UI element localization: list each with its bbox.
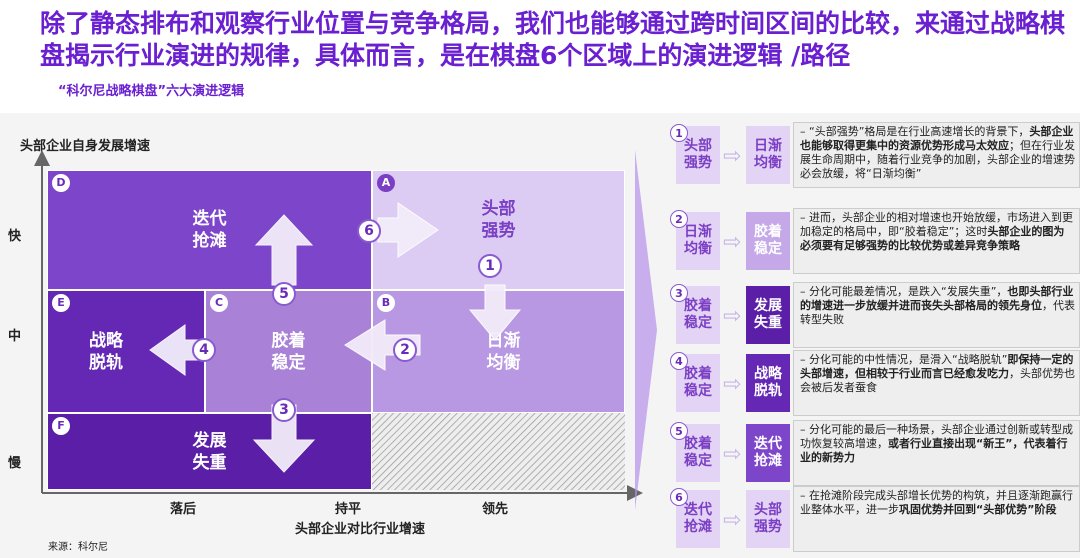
bracket-arrow — [635, 150, 657, 510]
arrow-right-icon: ⇨ — [723, 304, 742, 329]
step-2: 2 — [393, 338, 417, 362]
cell-id: E — [52, 294, 70, 312]
stage-description: – 分化可能的中性情况，是滑入“战略脱轨”即保持一定的头部增速，但相较于行业而言… — [793, 350, 1080, 416]
step-6: 6 — [357, 219, 381, 243]
cell-id: D — [52, 174, 70, 192]
stage-description: – “头部强势”格局是在行业高速增长的背景下，头部企业也能够取得更集中的资源优势… — [793, 122, 1080, 188]
cell-label: 抢滩 — [192, 231, 227, 251]
cell-id: F — [52, 417, 70, 435]
stage-description: – 分化可能的最后一种场景，头部企业通过创新或转型成功恢复较高增速，或者行业直接… — [793, 420, 1080, 486]
stage-to: 头部强势 — [746, 490, 790, 548]
stage-number: 4 — [670, 352, 688, 370]
stage-number: 1 — [670, 124, 688, 142]
arrow-3 — [252, 404, 316, 473]
flow-arrows — [149, 202, 522, 473]
x-tick: 持平 — [335, 502, 362, 517]
stage-row: 日渐均衡 2 ⇨ 胶着稳定 – 进而，头部企业的相对增速也开始放缓，市场进入到更… — [660, 208, 1080, 278]
x-tick: 领先 — [482, 502, 509, 517]
y-tick: 中 — [8, 329, 22, 344]
cell-d-iterate: D 迭代抢滩 — [47, 170, 372, 290]
arrow-right-icon: ⇨ — [723, 372, 742, 397]
stage-row: 胶着稳定 4 ⇨ 战略脱轨 – 分化可能的中性情况，是滑入“战略脱轨”即保持一定… — [660, 350, 1080, 420]
cell-id: C — [210, 294, 228, 312]
stage-row: 迭代抢滩 6 ⇨ 头部强势 – 在抢滩阶段完成头部增长优势的构筑，并且逐渐跑赢行… — [660, 486, 1080, 556]
cell-label: 胶着 — [271, 330, 306, 351]
page-title: 除了静态排布和观察行业位置与竞争格局，我们也能够通过跨时间区间的比较，来通过战略… — [40, 9, 1066, 70]
arrow-right-icon: ⇨ — [723, 144, 742, 169]
stage-description: – 进而，头部企业的相对增速也开始放缓，市场进入到更加稳定的格局中，即“胶着稳定… — [793, 208, 1080, 274]
cell-label: 头部 — [481, 199, 516, 219]
stage-row: 胶着稳定 3 ⇨ 发展失重 – 分化可能最差情况，是跌入“发展失重”，也即头部行… — [660, 282, 1080, 352]
stage-number: 6 — [670, 488, 688, 506]
cell-f-decline: F 发展失重 — [47, 413, 372, 490]
arrow-1 — [468, 284, 522, 341]
cell-label: 失重 — [192, 452, 227, 473]
cell-label: 迭代 — [192, 209, 227, 229]
stage-row: 胶着稳定 5 ⇨ 迭代抢滩 – 分化可能的最后一种场景，头部企业通过创新或转型成… — [660, 420, 1080, 490]
step-3: 3 — [272, 398, 296, 422]
arrow-6 — [377, 202, 439, 258]
stage-to: 日渐均衡 — [746, 126, 790, 184]
cell-label: 稳定 — [271, 352, 306, 373]
stage-description: – 分化可能最差情况，是跌入“发展失重”，也即头部行业的增速进一步放缓并进而丧失… — [793, 282, 1080, 348]
stage-to: 迭代抢滩 — [746, 424, 790, 482]
source-note: 来源：科尔尼 — [48, 542, 108, 553]
stage-to: 胶着稳定 — [746, 212, 790, 270]
cell-id: A — [377, 174, 395, 192]
cell-label: 战略 — [89, 330, 123, 351]
step-4: 4 — [192, 338, 216, 362]
cell-label: 发展 — [192, 430, 227, 451]
step-1: 1 — [478, 254, 502, 278]
subtitle: “科尔尼战略棋盘”六大演进逻辑 — [58, 84, 245, 99]
x-tick: 落后 — [170, 502, 197, 517]
stage-number: 5 — [670, 422, 688, 440]
x-axis-label: 头部企业对比行业增速 — [295, 522, 426, 537]
y-tick: 慢 — [8, 456, 22, 471]
cell-id: B — [377, 294, 395, 312]
stage-number: 2 — [670, 210, 688, 228]
cell-label: 强势 — [481, 221, 516, 241]
arrow-right-icon: ⇨ — [723, 508, 742, 533]
y-axis-label: 头部企业自身发展增速 — [20, 139, 151, 154]
stage-number: 3 — [670, 284, 688, 302]
stage-description: – 在抢滩阶段完成头部增长优势的构筑，并且逐渐跑赢行业整体水平，进一步巩固优势并… — [793, 486, 1080, 552]
cell-label: 均衡 — [486, 352, 521, 373]
stage-row: 头部强势 1 ⇨ 日渐均衡 – “头部强势”格局是在行业高速增长的背景下，头部企… — [660, 122, 1080, 192]
empty-cell — [372, 413, 625, 490]
cell-label: 脱轨 — [89, 352, 123, 373]
y-tick: 快 — [8, 229, 22, 244]
cell-c-stalemate: C 胶着稳定 — [205, 290, 372, 413]
stage-to: 战略脱轨 — [746, 354, 790, 412]
step-5: 5 — [272, 282, 296, 306]
arrow-right-icon: ⇨ — [723, 442, 742, 467]
arrow-right-icon: ⇨ — [723, 230, 742, 255]
axes — [34, 150, 643, 501]
arrow-5 — [254, 214, 314, 286]
stage-to: 发展失重 — [746, 286, 790, 344]
